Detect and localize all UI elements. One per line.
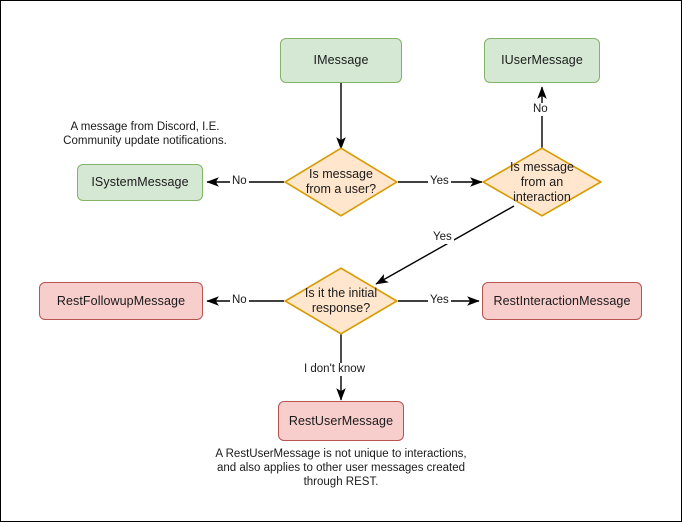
edge-label-initial-yes: Yes — [428, 294, 451, 307]
node-restfollowupmessage[interactable]: RestFollowupMessage — [39, 282, 203, 320]
node-imessage-label: IMessage — [313, 53, 369, 67]
decision-is-message-from-a-user-label: Is message from a user? — [305, 167, 377, 196]
decision-is-message-from-an-interaction-label: Is message from an interaction — [510, 159, 574, 204]
edge-label-initial-unknown: I don't know — [302, 363, 368, 376]
note-system-message: A message from Discord, I.E. Community u… — [63, 121, 227, 147]
node-restinteractionmessage-label: RestInteractionMessage — [493, 293, 631, 308]
node-isystemmessage-label: ISystemMessage — [91, 175, 189, 189]
node-iusermessage-label: IUserMessage — [501, 53, 583, 67]
note-rest-user-message: A RestUserMessage is not unique to inter… — [215, 448, 467, 488]
edge-label-interaction-yes: Yes — [431, 231, 454, 244]
decision-is-it-the-initial-response[interactable]: Is it the initial response? — [284, 267, 398, 335]
decision-is-message-from-an-interaction[interactable]: Is message from an interaction — [482, 147, 602, 217]
node-iusermessage[interactable]: IUserMessage — [484, 38, 600, 83]
edge-label-initial-no: No — [230, 294, 249, 307]
diamond-shape — [284, 147, 398, 217]
node-restusermessage-label: RestUserMessage — [288, 413, 394, 428]
diamond-shape — [284, 267, 398, 335]
edge-label-interaction-no: No — [531, 103, 550, 116]
edge-label-user-no: No — [230, 175, 249, 188]
decision-is-message-from-a-user[interactable]: Is message from a user? — [284, 147, 398, 217]
edge-label-user-yes: Yes — [428, 175, 451, 188]
node-restinteractionmessage[interactable]: RestInteractionMessage — [482, 282, 642, 320]
node-imessage[interactable]: IMessage — [280, 38, 402, 83]
diamond-shape — [482, 147, 602, 217]
decision-is-it-the-initial-response-label: Is it the initial response? — [304, 286, 378, 315]
node-restusermessage[interactable]: RestUserMessage — [278, 401, 404, 441]
node-restfollowupmessage-label: RestFollowupMessage — [56, 293, 186, 308]
node-isystemmessage[interactable]: ISystemMessage — [77, 164, 203, 201]
